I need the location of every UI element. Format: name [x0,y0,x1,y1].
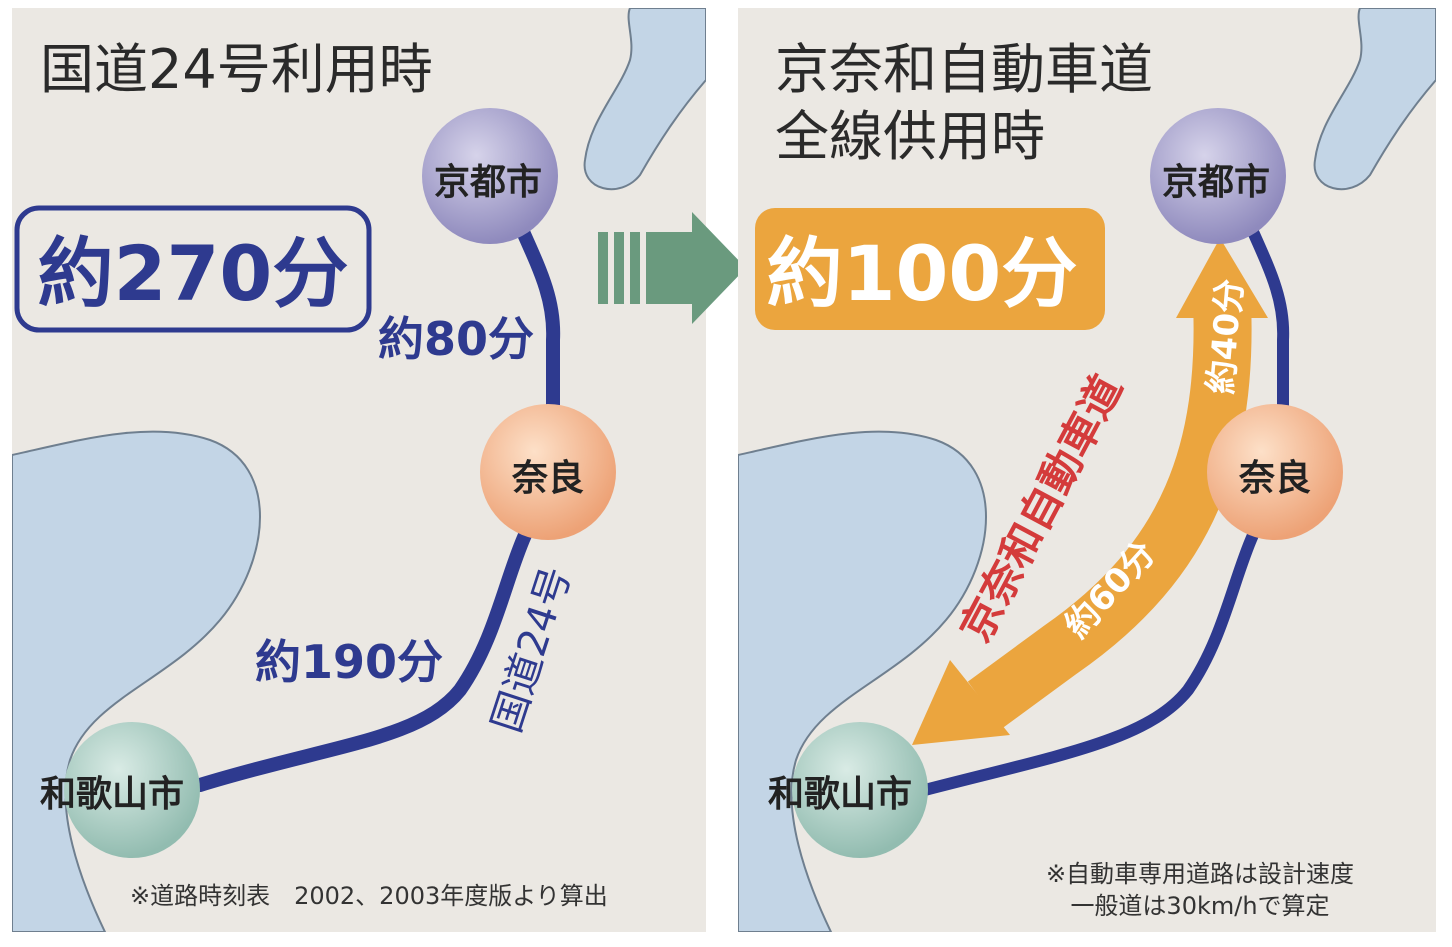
total-time-box [14,205,372,333]
lake-water [583,8,706,191]
wakayama-node [64,722,200,858]
right-panel-keinawa-expressway: 京奈和自動車道 全線供用時 約100分 京都市 奈良 和歌山市 京奈和自動車道 … [738,8,1436,932]
right-footnote-line1: ※自動車専用道路は設計速度 [1046,860,1354,888]
route-24-line [919,219,1290,796]
lake-water [1313,8,1436,191]
segment-kyoto-nara-time: 約80分 [378,312,534,366]
wakayama-node [792,722,928,858]
right-footnote-line2: 一般道は30km/hで算定 [1070,892,1329,920]
total-time-label: 約270分 [38,229,349,318]
nara-node [480,404,616,540]
wakayama-label: 和歌山市 [768,774,912,815]
wakayama-label: 和歌山市 [40,774,184,815]
left-title: 国道24号利用時 [40,38,433,101]
bay-water [12,430,261,932]
route-24-line [193,218,561,792]
kyoto-label: 京都市 [1162,161,1270,203]
left-panel-national-route-24: 国道24号利用時 約270分 京都市 奈良 和歌山市 約80分 約190分 国道… [12,8,706,932]
nara-label: 奈良 [511,458,584,499]
kyoto-label: 京都市 [434,161,542,203]
nara-label: 奈良 [1238,458,1311,499]
nara-node [1207,404,1343,540]
bay-water [738,430,987,932]
expressway-arrow [912,238,1268,745]
total-time-box [755,208,1105,330]
right-title-line1: 京奈和自動車道 [775,38,1153,101]
segment-nara-wakayama-time: 約190分 [255,635,443,689]
kyoto-node [1150,108,1286,244]
kyoto-node [422,108,558,244]
transition-arrow-icon [598,212,746,324]
right-title-line2: 全線供用時 [775,105,1045,168]
total-time-label: 約100分 [767,229,1078,318]
left-footnote: ※道路時刻表 2002、2003年度版より算出 [130,882,608,910]
